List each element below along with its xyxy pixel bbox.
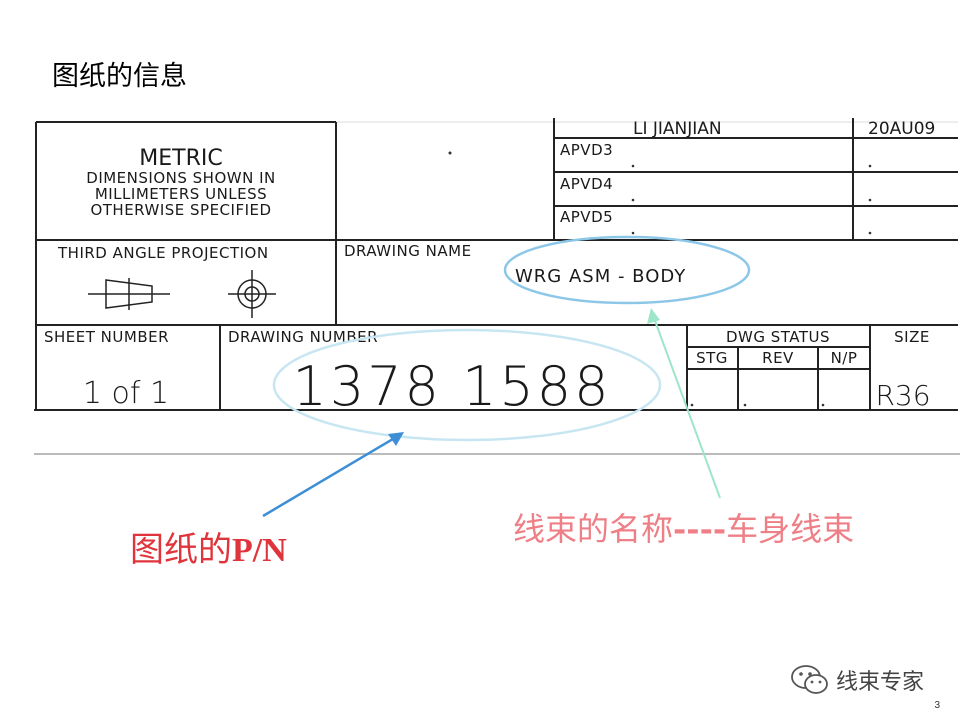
watermark-text: 线束专家 bbox=[836, 670, 925, 695]
drawing-number-highlight-ellipse bbox=[272, 328, 662, 442]
wechat-icon bbox=[791, 665, 828, 694]
projection-label: THIRD ANGLE PROJECTION bbox=[57, 244, 269, 262]
harness-name-dashes: ---- bbox=[673, 510, 727, 548]
drawing-number-label: DRAWING NUMBER bbox=[228, 328, 378, 346]
pn-arrow-head bbox=[388, 432, 404, 446]
pn-annotation-suffix: P/N bbox=[232, 532, 287, 569]
watermark: 线束专家 bbox=[790, 664, 924, 696]
name-arrow bbox=[653, 317, 721, 499]
metric-line-2: MILLIMETERS UNLESS bbox=[95, 185, 267, 203]
projection-cone-symbol bbox=[88, 278, 170, 310]
metric-line-1: DIMENSIONS SHOWN IN bbox=[86, 169, 275, 187]
metric-line-3: OTHERWISE SPECIFIED bbox=[90, 201, 271, 219]
title-block-lines bbox=[34, 118, 958, 411]
harness-name-suffix: 车身线束 bbox=[726, 510, 855, 548]
size-value: R36 bbox=[875, 379, 930, 412]
dot-mark bbox=[448, 151, 452, 155]
status-col-np: N/P bbox=[831, 349, 858, 367]
status-col-stg: STG bbox=[696, 349, 728, 367]
name-arrow-head bbox=[647, 308, 660, 324]
dwg-status-label: DWG STATUS bbox=[726, 328, 830, 346]
status-col-rev: REV bbox=[762, 349, 794, 367]
approval-apvd4: APVD4 bbox=[560, 175, 613, 193]
harness-name-prefix: 线束的名称 bbox=[513, 510, 674, 548]
approver-name: LI JIANJIAN bbox=[633, 119, 722, 139]
drawing-number: 1378 1588 bbox=[292, 355, 611, 418]
sheet-number-label: SHEET NUMBER bbox=[44, 328, 169, 346]
slide-title: 图纸的信息 bbox=[52, 61, 187, 92]
page-number: 3 bbox=[934, 700, 940, 711]
approval-apvd5: APVD5 bbox=[560, 208, 613, 226]
pn-arrow bbox=[262, 434, 399, 518]
status-dots bbox=[690, 403, 825, 407]
metric-title: METRIC bbox=[139, 146, 222, 171]
sheet-number: 1 of 1 bbox=[83, 376, 169, 411]
size-label: SIZE bbox=[894, 328, 930, 346]
pn-annotation: 图纸的P/N bbox=[130, 522, 287, 571]
projection-circle-symbol bbox=[228, 270, 276, 318]
approval-dots bbox=[631, 164, 872, 235]
harness-name-annotation: 线束的名称----车身线束 bbox=[513, 504, 854, 550]
drawing-name-label: DRAWING NAME bbox=[344, 242, 472, 260]
pn-annotation-prefix: 图纸的 bbox=[130, 530, 232, 570]
drawing-name: WRG ASM - BODY bbox=[515, 266, 686, 287]
approval-apvd3: APVD3 bbox=[560, 141, 613, 159]
approver-date: 20AU09 bbox=[868, 119, 935, 139]
drawing-name-highlight-ellipse bbox=[503, 235, 751, 305]
